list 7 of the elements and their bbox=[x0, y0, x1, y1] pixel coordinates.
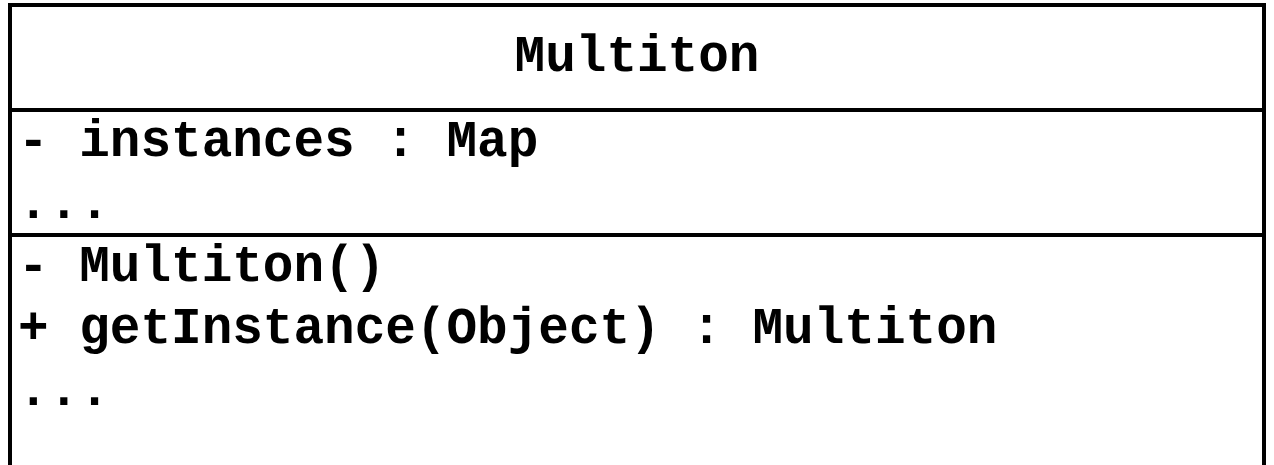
class-name: Multiton bbox=[514, 29, 760, 86]
attribute-text: - instances : Map bbox=[17, 113, 539, 173]
operation-text: ... bbox=[17, 362, 110, 422]
class-box bbox=[8, 3, 1266, 465]
operation-text: + getInstance(Object) : Multiton bbox=[17, 300, 998, 360]
operation-text: - Multiton() bbox=[17, 238, 386, 298]
attribute-text: ... bbox=[17, 175, 110, 235]
